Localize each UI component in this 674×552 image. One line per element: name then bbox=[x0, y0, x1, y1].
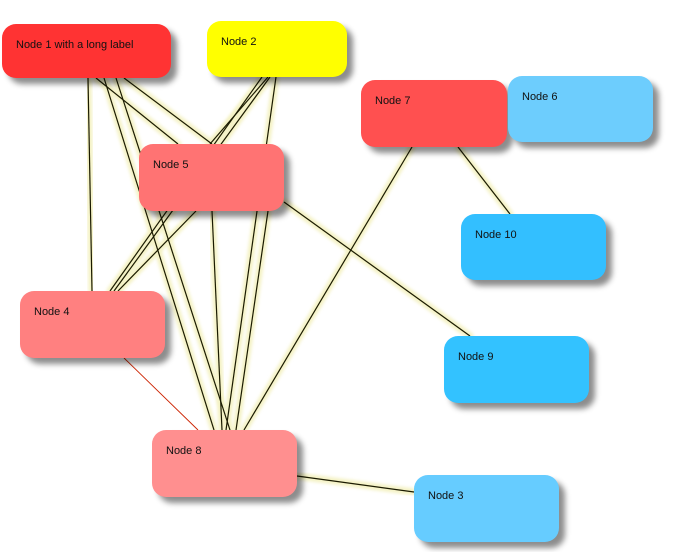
node-9-label: Node 9 bbox=[458, 351, 494, 363]
node-10[interactable]: Node 10 bbox=[461, 214, 606, 280]
edge-n2-n5[interactable] bbox=[209, 76, 269, 145]
edge-n5-n4[interactable] bbox=[117, 210, 197, 292]
edge-n2-n8[interactable] bbox=[225, 76, 277, 431]
edge-n4-n8[interactable] bbox=[123, 357, 199, 431]
node-6-label: Node 6 bbox=[522, 91, 558, 103]
edge-n1-n5[interactable] bbox=[123, 77, 213, 145]
edge-n1-n4[interactable] bbox=[87, 77, 93, 292]
node-2-label: Node 2 bbox=[221, 36, 257, 48]
node-3-label: Node 3 bbox=[428, 490, 464, 502]
edge-n7-n10[interactable] bbox=[457, 146, 511, 215]
edge-n1-n8[interactable] bbox=[115, 77, 231, 431]
node-10-label: Node 10 bbox=[475, 229, 517, 241]
node-5[interactable]: Node 5 bbox=[139, 144, 284, 211]
node-8-label: Node 8 bbox=[166, 445, 202, 457]
edge-n5-n9[interactable] bbox=[283, 201, 471, 337]
node-3[interactable]: Node 3 bbox=[414, 475, 559, 542]
node-8[interactable]: Node 8 bbox=[152, 430, 297, 497]
node-2[interactable]: Node 2 bbox=[207, 21, 347, 77]
edge-n1-n5[interactable] bbox=[95, 77, 179, 145]
edge-n5-n8[interactable] bbox=[235, 210, 269, 431]
node-1-label: Node 1 with a long label bbox=[16, 39, 134, 51]
node-4-label: Node 4 bbox=[34, 306, 70, 318]
edge-n5-n8[interactable] bbox=[211, 210, 223, 431]
node-5-label: Node 5 bbox=[153, 159, 189, 171]
edge-n1-n8[interactable] bbox=[103, 77, 215, 431]
node-9[interactable]: Node 9 bbox=[444, 336, 589, 403]
node-1[interactable]: Node 1 with a long label bbox=[2, 24, 171, 78]
edge-n8-n3[interactable] bbox=[296, 475, 415, 493]
node-4[interactable]: Node 4 bbox=[20, 291, 165, 358]
node-7[interactable]: Node 7 bbox=[361, 80, 507, 147]
node-6[interactable]: Node 6 bbox=[508, 76, 653, 142]
node-7-label: Node 7 bbox=[375, 95, 411, 107]
edge-n7-n8[interactable] bbox=[243, 146, 413, 431]
